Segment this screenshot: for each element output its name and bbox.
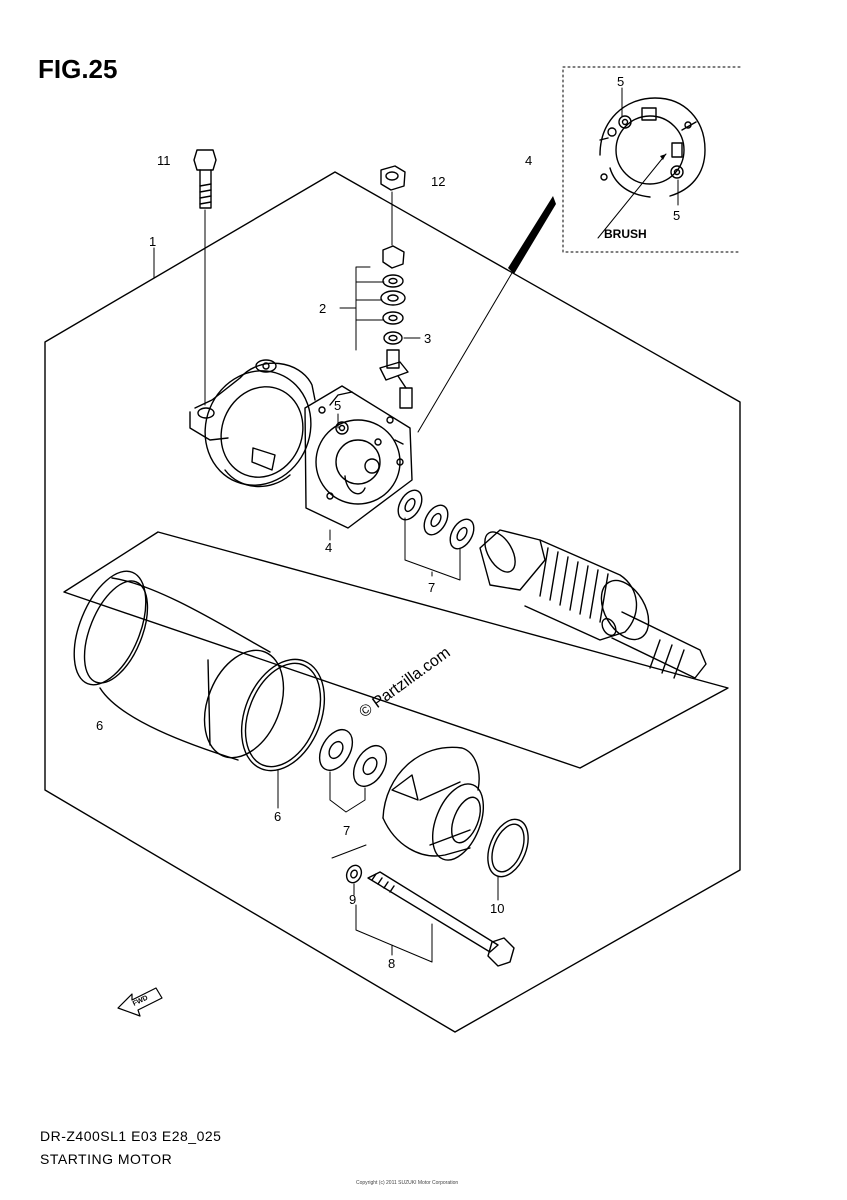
yoke-frame	[63, 531, 729, 769]
callout-3: 3	[424, 331, 431, 346]
o-ring-6	[240, 658, 326, 772]
callout-12: 12	[431, 174, 445, 189]
terminal-bolt	[379, 349, 413, 409]
callout-11: 11	[157, 153, 171, 168]
callout-7-bottom: 7	[343, 823, 350, 838]
o-ring-10	[487, 818, 529, 878]
fwd-arrow-icon	[117, 987, 163, 1017]
callout-4-inset: 4	[525, 153, 532, 168]
copyright-text: Copyright (c) 2011 SUZUKI Motor Corporat…	[356, 1180, 459, 1186]
through-bolt-8	[367, 871, 515, 967]
washers-7-bottom	[318, 729, 388, 787]
bolt-11	[193, 149, 217, 209]
inset-frame	[562, 66, 741, 253]
yoke-6	[73, 570, 285, 761]
nut-12	[380, 165, 406, 191]
watermark: © Partzilla.com	[356, 644, 453, 721]
terminal-nut	[382, 245, 405, 269]
section-title: STARTING MOTOR	[40, 1151, 173, 1167]
callout-4-plate: 4	[325, 540, 332, 555]
callout-8: 8	[388, 956, 395, 971]
bracket-2	[339, 266, 385, 351]
callout-5-plate: 5	[334, 398, 341, 413]
callout-2: 2	[319, 301, 326, 316]
washer-stack-2	[380, 274, 406, 325]
brush-leader	[597, 153, 667, 239]
figure-title: FIG.25	[38, 54, 118, 84]
brush-arrow	[660, 154, 666, 160]
brush-plate-4	[304, 385, 413, 529]
washers-7-top	[397, 489, 475, 550]
end-cover	[189, 359, 316, 488]
bracket-8	[355, 904, 433, 963]
model-code: DR-Z400SL1 E03 E28_025	[40, 1128, 222, 1144]
callout-10: 10	[490, 901, 504, 916]
washer-9	[345, 864, 363, 884]
inset-callout-5-bottom: 5	[673, 208, 680, 223]
callout-9: 9	[349, 892, 356, 907]
callout-6-ring: 6	[274, 809, 281, 824]
insulator-3	[383, 331, 403, 345]
screw-9-guide	[331, 844, 367, 859]
inset-leader-thick	[508, 196, 556, 274]
brush-label: BRUSH	[604, 227, 647, 241]
armature	[479, 529, 707, 679]
bracket-7-bottom	[329, 771, 366, 813]
front-housing	[382, 746, 485, 861]
inset-brush-plate	[599, 97, 706, 198]
callout-7-top: 7	[428, 580, 435, 595]
inset-callout-5-top: 5	[617, 74, 624, 89]
callout-6-left: 6	[96, 718, 103, 733]
callout-1: 1	[149, 234, 156, 249]
assembly-outline	[44, 171, 741, 1033]
bracket-7-top	[404, 517, 461, 581]
